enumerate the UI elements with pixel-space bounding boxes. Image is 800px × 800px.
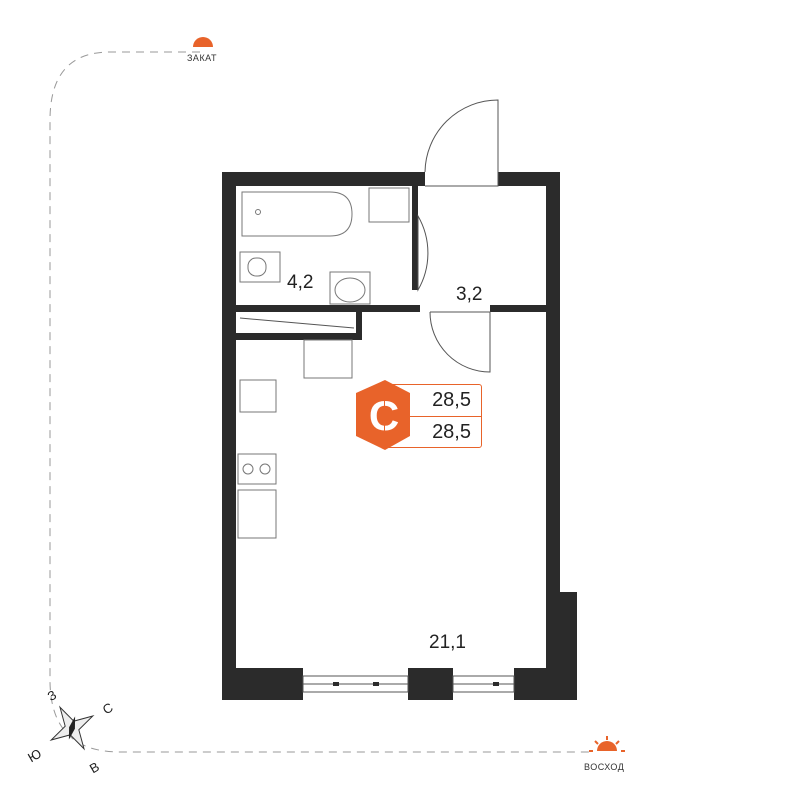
fridge bbox=[237, 489, 277, 539]
washer bbox=[368, 187, 410, 223]
sunrise-icon bbox=[589, 736, 625, 752]
bath-sink bbox=[329, 271, 371, 305]
toilet bbox=[239, 251, 281, 283]
sunset-label: ЗАКАТ bbox=[187, 53, 217, 63]
sunset-icon bbox=[193, 37, 213, 47]
living-total: 28,5 bbox=[432, 421, 471, 443]
doors bbox=[239, 99, 499, 373]
stove bbox=[237, 453, 277, 485]
sunrise-label: ВОСХОД bbox=[584, 762, 625, 772]
kitchen-sink bbox=[303, 339, 353, 379]
windows bbox=[302, 675, 515, 693]
total-area: 28,5 bbox=[432, 389, 471, 411]
walls bbox=[222, 172, 577, 700]
living-area: 21,1 bbox=[429, 632, 466, 653]
bathtub bbox=[241, 191, 353, 237]
sun-path bbox=[49, 51, 590, 753]
fixtures bbox=[237, 187, 410, 539]
hall-area: 3,2 bbox=[456, 284, 483, 305]
area-badge: 28,5 28,5 bbox=[384, 384, 482, 448]
bathroom-area: 4,2 bbox=[287, 272, 314, 293]
